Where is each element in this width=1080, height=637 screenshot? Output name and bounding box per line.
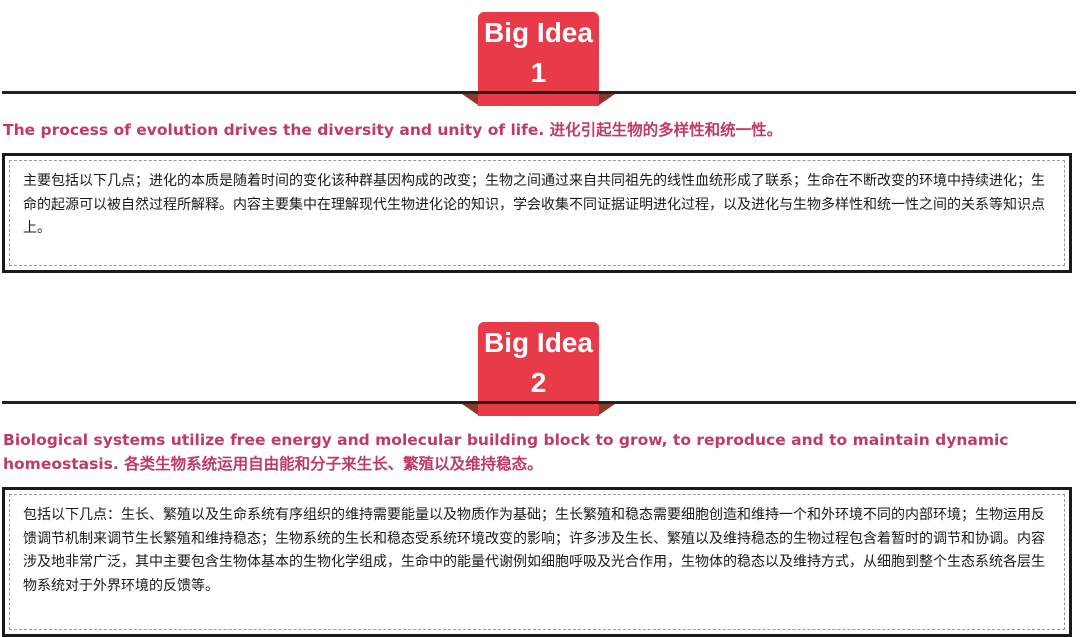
content-box: 主要包括以下几点；进化的本质是随着时间的变化该种群基因构成的改变；生物之间通过来…: [2, 153, 1072, 273]
content-text: 包括以下几点：生长、繁殖以及生命系统有序组织的维持需要能量以及物质作为基础；生长…: [23, 507, 1045, 594]
badge-title: Big Idea: [484, 327, 593, 358]
divider-rule: [2, 401, 1076, 404]
ribbon-fold-left: [462, 94, 478, 105]
badge-number: 1: [530, 57, 547, 88]
section-heading: The process of evolution drives the dive…: [3, 121, 783, 139]
content-box-dashed-border: [9, 494, 1065, 630]
content-box: 包括以下几点：生长、繁殖以及生命系统有序组织的维持需要能量以及物质作为基础；生长…: [2, 487, 1072, 637]
big-idea-badge: Big Idea 1: [478, 12, 599, 106]
badge-number: 2: [530, 367, 547, 398]
ribbon-fold-right: [599, 94, 615, 105]
section-heading: Biological systems utilize free energy a…: [3, 431, 1009, 473]
badge-title: Big Idea: [484, 17, 593, 48]
divider-rule: [2, 91, 1076, 94]
content-text: 主要包括以下几点；进化的本质是随着时间的变化该种群基因构成的改变；生物之间通过来…: [23, 173, 1045, 236]
content-box-dashed-border: [9, 160, 1065, 266]
ribbon-fold-left: [462, 404, 478, 415]
big-idea-badge: Big Idea 2: [478, 322, 599, 416]
ribbon-fold-right: [599, 404, 615, 415]
